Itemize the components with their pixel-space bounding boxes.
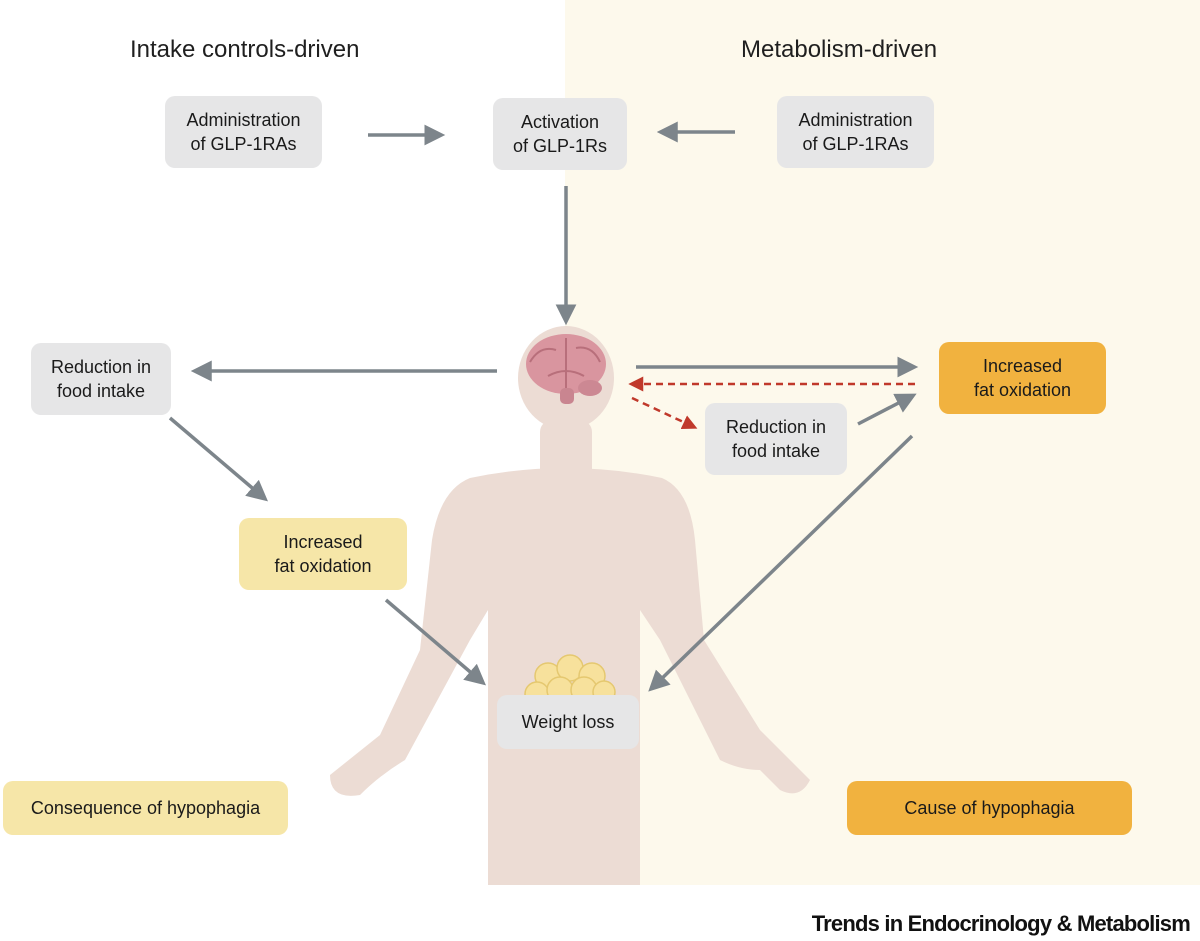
box-administration-left: Administration of GLP-1RAs	[165, 96, 322, 168]
dashed-arrow-brain-to-reduction-right	[631, 396, 698, 430]
label-consequence-of-hypophagia: Consequence of hypophagia	[3, 781, 288, 835]
brain-icon	[526, 334, 606, 404]
box-activation-glp1rs: Activation of GLP-1Rs	[493, 98, 627, 170]
box-reduction-food-intake-left: Reduction in food intake	[31, 343, 171, 415]
header-intake-controls: Intake controls-driven	[130, 36, 360, 63]
box-fat-oxidation-right: Increased fat oxidation	[939, 342, 1106, 414]
journal-credit: Trends in Endocrinology & Metabolism	[811, 911, 1191, 936]
header-metabolism: Metabolism-driven	[741, 36, 938, 63]
label-cause-of-hypophagia: Cause of hypophagia	[847, 781, 1132, 835]
box-fat-oxidation-left: Increased fat oxidation	[239, 518, 407, 590]
box-weight-loss: Weight loss	[497, 695, 639, 749]
arrow-fat-ox-right-to-weight-loss	[648, 434, 914, 692]
arrow-reduction-right-to-fat-ox-right	[857, 393, 917, 426]
box-administration-right: Administration of GLP-1RAs	[777, 96, 934, 168]
arrow-fat-ox-left-to-weight-loss	[384, 598, 486, 686]
box-reduction-food-intake-right: Reduction in food intake	[705, 403, 847, 475]
arrow-reduction-left-to-fat-ox-left	[168, 416, 268, 502]
